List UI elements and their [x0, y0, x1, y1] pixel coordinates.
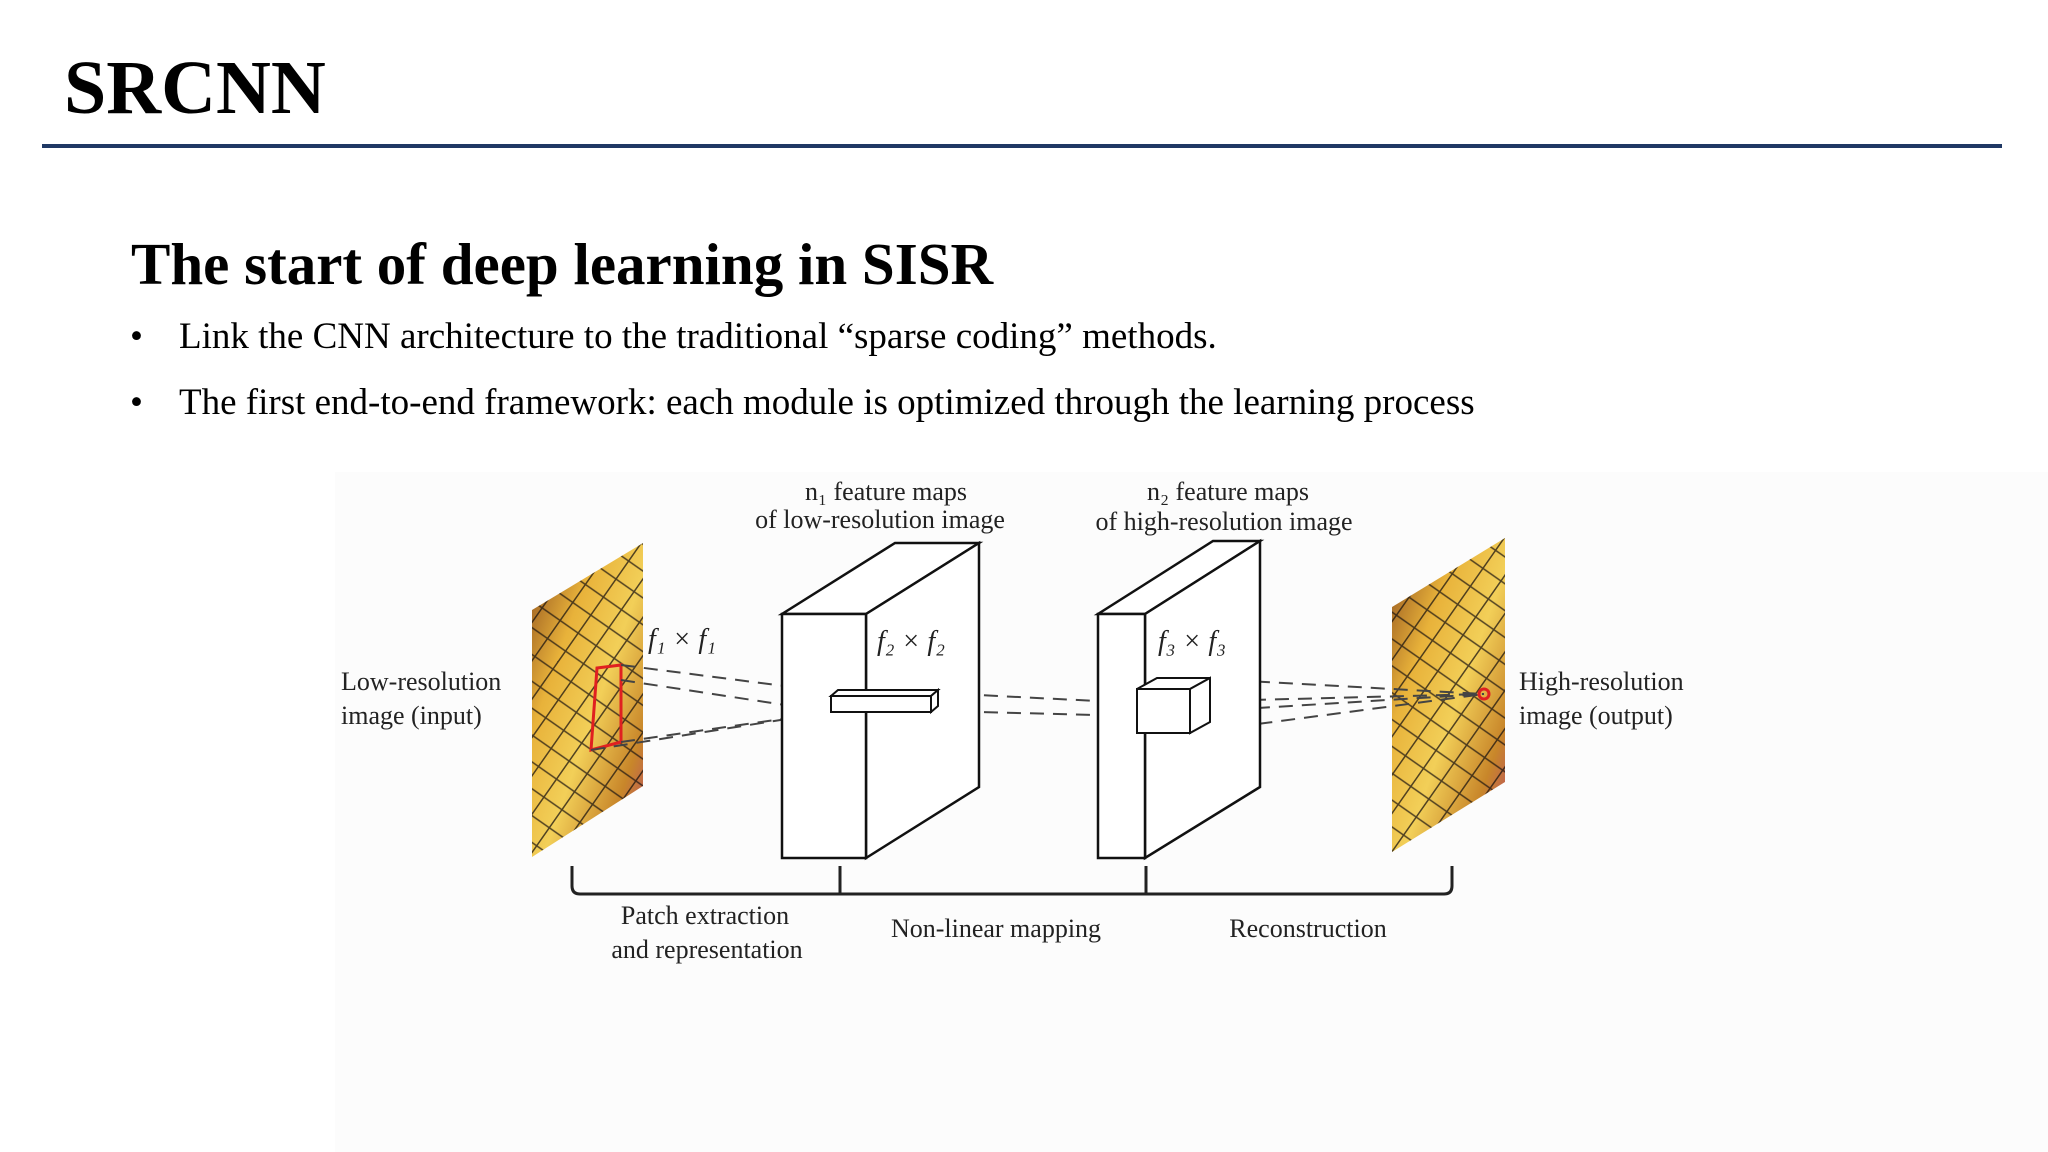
feature-block-2: [1093, 538, 1265, 861]
stage-braces: [570, 866, 1454, 896]
stage3-label: Reconstruction: [1229, 914, 1386, 943]
bullet-list: • Link the CNN architecture to the tradi…: [130, 318, 1475, 450]
block2-label: of high-resolution image: [1095, 507, 1352, 536]
filter-cuboid-3: [1136, 676, 1211, 735]
bullet-dot-icon: •: [130, 382, 143, 423]
stage2-label: Non-linear mapping: [891, 914, 1101, 943]
input-label: Low-resolution: [341, 667, 501, 696]
block2-label: n₂ feature maps: [1147, 477, 1309, 506]
output-label: image (output): [1519, 701, 1673, 730]
slide-title: SRCNN: [64, 46, 326, 130]
block1-label: n₁ feature maps: [805, 477, 967, 506]
output-pixel: [1477, 687, 1491, 701]
bullet-item: • The first end-to-end framework: each m…: [130, 384, 1475, 450]
stage1-label: and representation: [611, 935, 802, 964]
filter-cuboid-2: [828, 687, 941, 715]
filter1-label: f₁ × f₁: [648, 624, 716, 655]
bullet-text: The first end-to-end framework: each mod…: [179, 382, 1475, 423]
output-label: High-resolution: [1519, 667, 1684, 696]
title-divider: [42, 144, 2002, 148]
stage1-label: Patch extraction: [621, 901, 789, 930]
bullet-text: Link the CNN architecture to the traditi…: [179, 316, 1217, 357]
filter3-label: f₃ × f₃: [1158, 626, 1226, 657]
input-label: image (input): [341, 701, 482, 730]
input-image: [532, 543, 643, 857]
filter2-label: f₂ × f₂: [877, 626, 945, 657]
bullet-dot-icon: •: [130, 316, 143, 357]
block1-label: of low-resolution image: [755, 505, 1005, 534]
feature-block-1: [777, 540, 984, 861]
section-heading: The start of deep learning in SISR: [131, 231, 994, 297]
bullet-item: • Link the CNN architecture to the tradi…: [130, 318, 1475, 384]
projection-lines: [590, 664, 1485, 751]
